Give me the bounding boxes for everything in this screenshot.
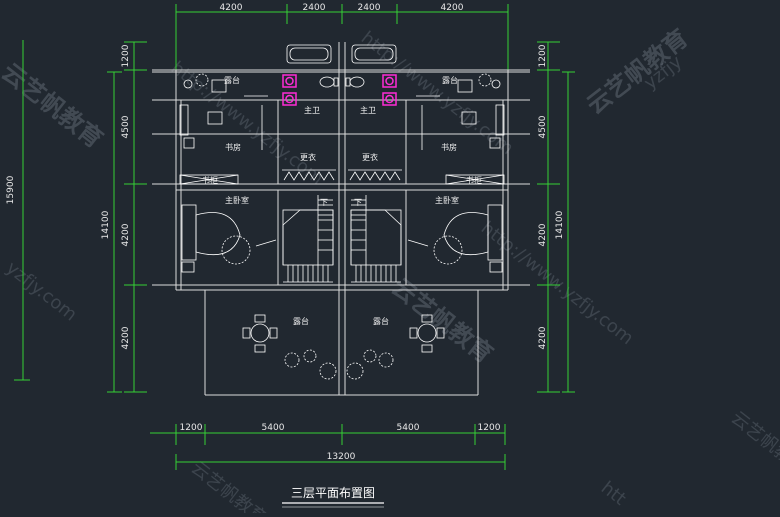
watermark-domain-left: yzfjy.com <box>2 257 81 325</box>
room-bedroom-right: 主卧室 <box>435 195 459 205</box>
fixtures <box>179 44 505 380</box>
room-bath-left: 主卫 <box>304 105 320 115</box>
room-study-right: 书房 <box>441 142 457 152</box>
walls <box>152 42 530 396</box>
dim-right-1: 1200 <box>538 44 548 67</box>
room-bath-right: 主卫 <box>360 105 376 115</box>
room-terrace-left: 露台 <box>293 316 309 326</box>
dim-top-2: 2400 <box>303 3 326 13</box>
dim-left-4: 4200 <box>121 326 131 349</box>
watermark-url-upper: http://www.yzfjy.com <box>357 27 517 159</box>
stairs <box>282 195 402 283</box>
room-balcony-tr: 露台 <box>442 75 458 85</box>
room-study-left: 书房 <box>225 142 241 152</box>
watermark-layer: 云艺帆教育 云艺帆教育 http://www.yzfjy.com http://… <box>0 24 780 517</box>
dim-left-2: 4500 <box>121 115 131 138</box>
dim-right-total: 14100 <box>555 210 565 239</box>
dim-bottom-2: 5400 <box>262 423 285 433</box>
stair-down-left: 下 <box>320 198 328 207</box>
room-shelf-left: 书柜 <box>202 175 218 185</box>
dim-far-left: 15900 <box>6 175 16 204</box>
room-closet-right: 更衣 <box>362 152 378 162</box>
watermark-url-center: http://www.yzfjy.com <box>167 57 327 189</box>
dim-left-total: 14100 <box>101 210 111 239</box>
dim-bottom-1: 1200 <box>180 423 203 433</box>
drawing-title: 三层平面布置图 <box>291 486 375 500</box>
room-shelf-right: 书柜 <box>466 175 482 185</box>
watermark-brand-br: 云艺帆教育 <box>727 407 780 479</box>
dimension-labels: 4200 2400 2400 4200 1200 5400 5400 1200 … <box>6 3 565 462</box>
room-terrace-right: 露台 <box>373 316 389 326</box>
dim-bottom-4: 1200 <box>478 423 501 433</box>
room-labels: 露台 露台 主卫 主卫 书房 书房 更衣 更衣 书柜 书柜 主卧室 主卧室 下 … <box>202 75 482 326</box>
dim-bottom-total: 13200 <box>327 452 356 462</box>
room-closet-left: 更衣 <box>300 152 316 162</box>
watermark-brand-left: 云艺帆教育 <box>0 58 108 154</box>
dim-right-4: 4200 <box>538 326 548 349</box>
watermark-brand-bottom: 云艺帆教育 <box>187 457 271 513</box>
watermark-fragment-http: htt <box>597 477 630 509</box>
dim-right-3: 4200 <box>538 223 548 246</box>
watermark-brand-center: 云艺帆教育 <box>386 273 498 369</box>
drawing-title-block: 三层平面布置图 <box>282 486 384 508</box>
room-balcony-tl: 露台 <box>224 75 240 85</box>
dim-top-4: 4200 <box>441 3 464 13</box>
dim-top-3: 2400 <box>358 3 381 13</box>
dim-top-1: 4200 <box>220 3 243 13</box>
basins <box>282 74 397 106</box>
room-bedroom-left: 主卧室 <box>225 195 249 205</box>
dim-right-2: 4500 <box>538 115 548 138</box>
stair-down-right: 下 <box>354 198 362 207</box>
dim-bottom-3: 5400 <box>397 423 420 433</box>
dim-left-3: 4200 <box>121 223 131 246</box>
dim-left-1: 1200 <box>121 44 131 67</box>
